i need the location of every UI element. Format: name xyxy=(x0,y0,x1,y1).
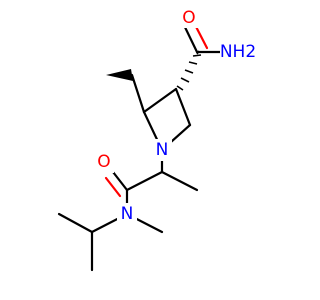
bond-c5-c3 xyxy=(142,87,178,114)
bond-c4-c5 xyxy=(130,73,146,114)
atom-n-ring: N xyxy=(152,139,172,161)
atom-nh2: NH2 xyxy=(220,40,258,64)
svg-text:O: O xyxy=(182,8,195,28)
hashed-bond-carboxamide xyxy=(176,50,202,91)
atom-o-bottom: O xyxy=(94,151,114,173)
atom-o-top: O xyxy=(179,8,199,28)
molecule-canvas: O NH2 N O N xyxy=(57,8,258,272)
bond-carbonyl-c-o-1 xyxy=(111,170,129,192)
atom-n-amine: N xyxy=(117,203,137,225)
svg-text:N: N xyxy=(121,204,134,224)
bond-isopropyl-me1 xyxy=(57,212,94,234)
svg-text:O: O xyxy=(97,152,110,172)
molecule-structure: O NH2 N O N xyxy=(57,8,258,272)
bond-ch-methyl xyxy=(160,170,199,192)
bond-c3-c6 xyxy=(174,87,192,127)
bond-carbonyl-c-o-2 xyxy=(104,176,122,198)
svg-text:NH2: NH2 xyxy=(220,42,256,62)
svg-text:N: N xyxy=(156,140,169,160)
wedge-bond-methyl xyxy=(106,69,133,81)
bond-ch-carbonyl-c xyxy=(125,170,164,192)
